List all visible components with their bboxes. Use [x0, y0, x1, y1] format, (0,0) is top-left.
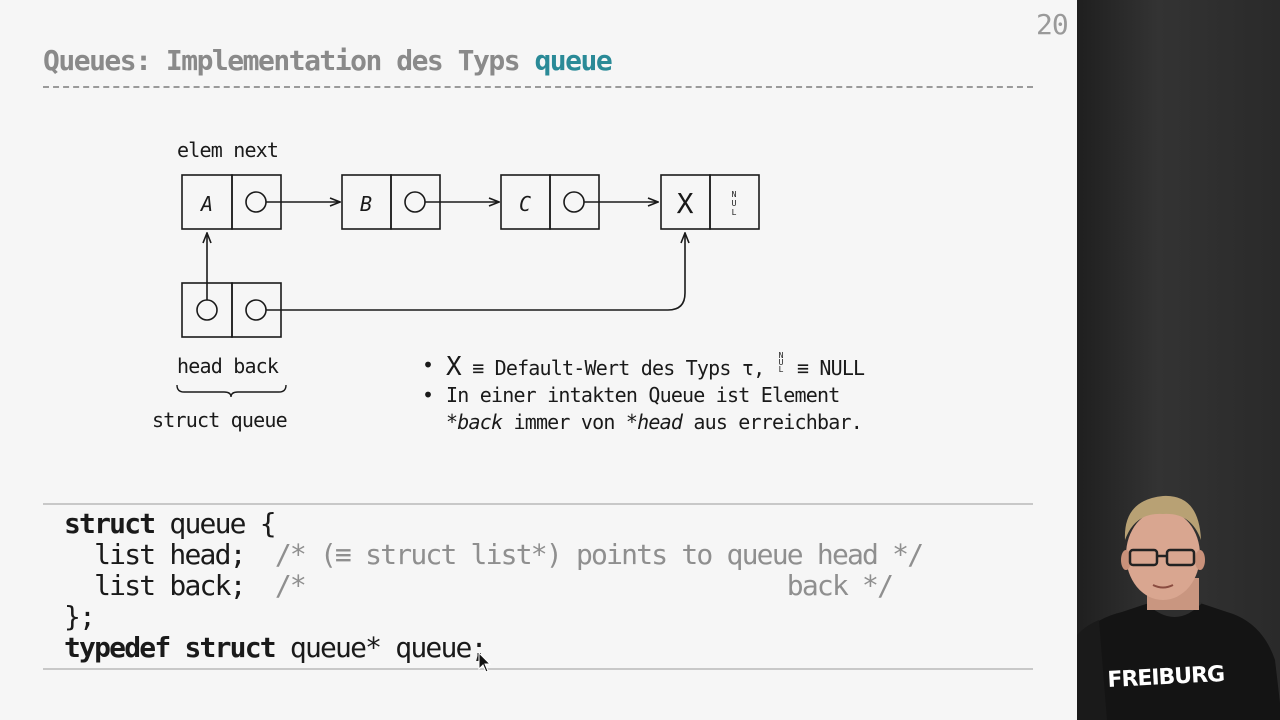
- code-line: };: [64, 601, 922, 632]
- code-text: [169, 631, 184, 664]
- note-text: In einer intakten Queue ist Element: [446, 383, 840, 407]
- page-title: Queues: Implementation des Typs queue: [43, 44, 613, 77]
- node-elem: X: [677, 187, 694, 220]
- code-divider-top: [43, 503, 1033, 505]
- node-elem: C: [519, 192, 531, 216]
- code-text: };: [64, 600, 96, 633]
- code-comment: /* (≡ struct list*) points to queue head…: [274, 538, 924, 571]
- struct-brace: [176, 384, 287, 398]
- lecture-slide: 20 Queues: Implementation des Typs queue…: [0, 0, 1077, 720]
- title-keyword: queue: [534, 44, 612, 77]
- shirt-print: FREIBURG: [1106, 661, 1225, 694]
- pointer-circle-icon: [245, 191, 267, 213]
- pointer-circle-icon: [245, 299, 267, 321]
- note-item: In einer intakten Queue ist Element *back…: [422, 382, 864, 436]
- svg-text:U: U: [732, 199, 737, 208]
- code-line: list back; /* back */: [64, 570, 922, 601]
- notes-list: X ≡ Default-Wert des Typs τ, NUL ≡ NULL …: [422, 351, 865, 436]
- field-labels: elem next: [177, 138, 278, 162]
- note-text: ≡ Default-Wert des Typs τ,: [460, 356, 776, 380]
- dummy-symbol: X: [446, 352, 462, 382]
- webcam-overlay: FREIBURG: [1077, 0, 1280, 720]
- code-comment: /* back */: [274, 569, 894, 602]
- note-text: immer von: [502, 410, 626, 434]
- pointer-circle-icon: [563, 191, 585, 213]
- code-line: typedef struct queue* queue;: [64, 632, 922, 663]
- code-listing: struct queue { list head; /* (≡ struct l…: [64, 508, 924, 663]
- linked-list-diagram: elem next A B C: [152, 138, 760, 432]
- list-node-a: A: [181, 174, 282, 230]
- back-expression: *back: [446, 410, 503, 434]
- pointer-circle-icon: [404, 191, 426, 213]
- title-prefix: Queues: Implementation des Typs: [43, 44, 535, 77]
- title-divider: [43, 86, 1033, 88]
- code-keyword: struct: [184, 631, 276, 664]
- list-node-dummy: X N U L: [660, 174, 760, 230]
- code-keyword: struct: [64, 507, 156, 540]
- node-elem: B: [360, 192, 372, 216]
- list-node-b: B: [341, 174, 441, 230]
- code-divider-bottom: [43, 668, 1033, 670]
- code-line: struct queue {: [64, 508, 922, 539]
- note-item: X ≡ Default-Wert des Typs τ, NUL ≡ NULL: [422, 351, 865, 382]
- pointer-circle-icon: [196, 299, 218, 321]
- struct-field-labels: head back: [177, 354, 279, 378]
- mouse-pointer-icon: [478, 652, 492, 673]
- svg-text:L: L: [732, 208, 737, 217]
- head-expression: *head: [625, 410, 683, 434]
- presenter: [1077, 495, 1280, 720]
- node-elem: A: [199, 192, 213, 216]
- page-number: 20: [1036, 8, 1069, 41]
- svg-text:N: N: [732, 190, 737, 199]
- code-text: list head;: [64, 538, 275, 571]
- note-text: ≡ NULL: [785, 356, 865, 380]
- null-marker-icon: N U L: [732, 190, 737, 217]
- code-text: list back;: [64, 569, 275, 602]
- back-pointer-arrow: [266, 233, 685, 311]
- code-line: list head; /* (≡ struct list*) points to…: [64, 538, 924, 571]
- code-text: queue* queue;: [274, 631, 488, 664]
- note-text: aus erreichbar.: [682, 410, 862, 434]
- struct-name: struct queue: [152, 408, 287, 432]
- code-keyword: typedef: [64, 631, 171, 664]
- code-text: queue {: [154, 507, 276, 540]
